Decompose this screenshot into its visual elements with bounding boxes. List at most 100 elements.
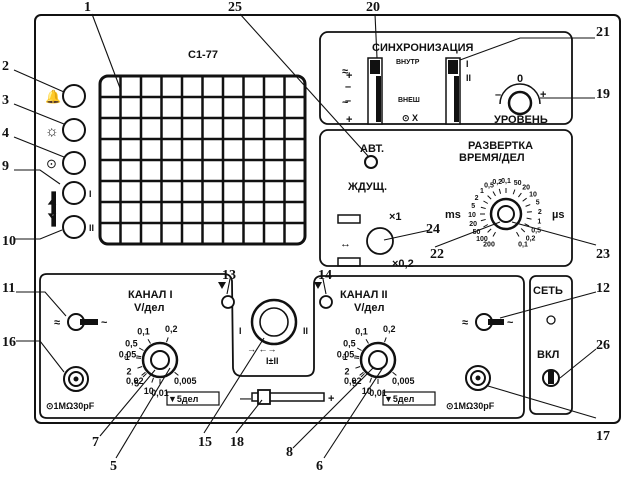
sweep-knob-inner[interactable] <box>497 205 515 223</box>
model-label: С1-77 <box>188 49 218 61</box>
left-controls: 🔔 ☼ ⊙ I II <box>45 84 94 239</box>
x-shift-bar-bottom <box>337 257 361 267</box>
level-knob[interactable] <box>507 90 533 116</box>
sweep-us-scale-label: 50 <box>514 180 522 187</box>
sweep-ms-scale-label: 200 <box>483 241 495 248</box>
ch2-volts-label: V/дел <box>354 302 384 314</box>
ch2-right-scale-label: 0,2 <box>383 324 396 334</box>
callout-20: 20 <box>366 0 380 15</box>
sync-slope-switch[interactable] <box>367 57 383 125</box>
callout-13: 13 <box>222 268 236 283</box>
brightness-knob[interactable] <box>62 118 86 142</box>
power-on-label: ВКЛ <box>537 349 559 361</box>
ch1-left-tick <box>142 373 147 378</box>
ch2-balance-icon <box>314 282 322 289</box>
x-position-slider[interactable]: — + <box>240 389 334 405</box>
sweep-ms-tick <box>492 191 496 197</box>
sync-minus-1: – <box>345 81 351 93</box>
callout-1: 1 <box>84 0 91 15</box>
sweep-us-scale-label: 5 <box>536 200 540 207</box>
ch1-div-box <box>166 391 220 406</box>
ch2-left-scale-label: 1 <box>343 352 348 362</box>
x-shift-knob[interactable] <box>366 227 394 255</box>
callout-5: 5 <box>110 459 117 474</box>
sweep-us-tick <box>520 228 526 233</box>
sync-section: СИНХРОНИЗАЦИЯ ≈ – ~ + + – ВНУТР ВНЕШ ⊙ X… <box>319 31 573 126</box>
ch2-left-scale-label: 2 <box>344 366 349 376</box>
sync-internal-label: ВНУТР <box>396 59 420 66</box>
ch1-left-scale-label: 5 <box>134 378 139 388</box>
callout-7: 7 <box>92 435 99 450</box>
sweep-ms-scale-label: 50 <box>473 229 481 236</box>
vertical-mode: I II → ←→ I±II <box>239 298 308 366</box>
focus-knob[interactable] <box>62 151 86 175</box>
sweep-ms-tick <box>483 200 489 204</box>
ch2-input-note: ⊙1MΩ30pF <box>446 401 495 411</box>
ch1-volts-label: V/дел <box>134 302 164 314</box>
ch1-volts-knob-inner[interactable] <box>150 350 170 370</box>
sweep-us-tick <box>526 217 532 220</box>
ch1-right-tick <box>174 371 179 376</box>
callout-18: 18 <box>230 435 244 450</box>
ch2-balance-adj[interactable] <box>319 295 333 309</box>
ch-link-arrows <box>47 191 57 227</box>
ch2-right-tick <box>354 355 360 358</box>
callout-16: 16 <box>2 335 16 350</box>
beam-knob[interactable] <box>62 84 86 108</box>
callout-24: 24 <box>426 222 440 237</box>
power-indicator <box>546 315 556 325</box>
sweep-us-tick <box>512 189 516 195</box>
sync-coupling-ac: ≈ <box>342 66 348 78</box>
sweep-ms-scale-label: 20 <box>469 221 477 228</box>
power-network-label: СЕТЬ <box>533 285 563 297</box>
callout-22: 22 <box>430 247 444 262</box>
ch2-right-scale-label: 0,005 <box>392 376 415 386</box>
sweep-us-scale-label: 2 <box>538 209 542 216</box>
channel-panel <box>39 273 525 419</box>
ch2-right-tick <box>365 338 369 344</box>
front-panel <box>34 14 621 424</box>
pos-minus: — <box>240 393 251 405</box>
sweep-title-2: ВРЕМЯ/ДЕЛ <box>459 152 525 164</box>
level-label: УРОВЕНЬ <box>494 114 548 126</box>
sweep-ms-tick <box>480 206 486 210</box>
sweep-us-scale-label: 0,2 <box>526 236 536 243</box>
ch1-right-scale-label: 0,02 <box>126 376 144 386</box>
power-section: СЕТЬ ВКЛ <box>529 275 573 415</box>
ch1-balance-adj[interactable] <box>221 295 235 309</box>
ch2-volts-knob-inner[interactable] <box>368 350 388 370</box>
ch2-right-scale-label: 0,1 <box>355 326 368 336</box>
ch2-left-scale-label: 0,5 <box>343 339 356 349</box>
sweep-ms-tick <box>483 224 489 228</box>
callout-11: 11 <box>2 281 15 296</box>
sweep-ms-scale-label: 1 <box>480 188 484 195</box>
mode-switch[interactable] <box>364 155 378 169</box>
crt-screen <box>98 74 307 246</box>
callout-4: 4 <box>2 126 9 141</box>
mult-x1: ×1 <box>389 211 402 223</box>
sync-source-switch[interactable] <box>445 57 461 125</box>
ch1-right-scale-label: 0,005 <box>174 376 197 386</box>
sweep-ms-scale-label: 2 <box>475 195 479 202</box>
sweep-ms-scale-label: 0,2 <box>492 179 502 186</box>
ch2-right-tick <box>392 371 397 376</box>
sweep-us-scale-label: 1 <box>537 219 541 226</box>
ch1-coupling-dc: ~ <box>101 317 108 329</box>
ch-ii-pos-knob[interactable] <box>62 215 86 239</box>
ch1-left-tick <box>138 347 144 351</box>
sweep-us-tick <box>516 231 520 237</box>
mode-pos-ii: II <box>303 326 308 336</box>
callout-17: 17 <box>596 429 610 444</box>
sweep-us-scale-label: 20 <box>522 185 530 192</box>
ch-i-pos-knob[interactable] <box>62 181 86 205</box>
ch1-left-tick <box>151 377 154 383</box>
ch2-coupling-ac: ≈ <box>462 317 468 329</box>
ch2-coupling-dc: ~ <box>507 317 514 329</box>
callout-26: 26 <box>596 338 610 353</box>
ch1-left-scale-label: 2 <box>126 366 131 376</box>
sweep-ms-scale-label: 5 <box>471 203 475 210</box>
mode-auto: АВТ. <box>360 143 384 155</box>
callout-10: 10 <box>2 234 16 249</box>
callout-12: 12 <box>596 281 610 296</box>
